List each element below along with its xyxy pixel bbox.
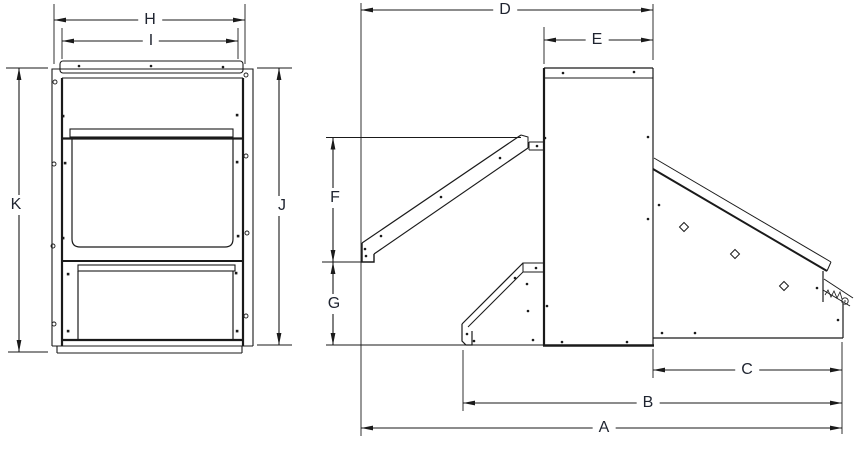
dim-label-e: E [585, 30, 609, 50]
side-stack [542, 67, 654, 347]
dim-label-b: B [636, 393, 660, 413]
hood-diamond-fasteners [678, 221, 790, 292]
front-top-cap [59, 60, 244, 74]
side-lower-bracket [461, 262, 545, 346]
dim-label-j: J [272, 196, 292, 216]
front-view-drawing [50, 60, 254, 354]
dim-label-g: G [321, 294, 347, 314]
dim-label-k: K [4, 195, 28, 215]
dim-label-f: F [324, 188, 346, 208]
front-upper-shelf [69, 128, 234, 138]
side-upper-bracket [361, 134, 547, 263]
dim-label-h: H [138, 10, 162, 30]
front-middle-tray [71, 138, 234, 248]
side-view-drawing [326, 67, 854, 347]
front-fastener-dots [61, 113, 240, 333]
front-lower-shelf [77, 264, 236, 272]
dim-label-c: C [735, 360, 759, 380]
dim-label-i: I [142, 31, 160, 51]
dim-label-d: D [493, 0, 517, 20]
front-frame-holes [50, 72, 250, 327]
front-outer-frame [51, 68, 254, 346]
front-top-cap-fasteners [77, 64, 225, 69]
dim-label-a: A [592, 418, 616, 438]
side-hood-wedge [652, 157, 854, 339]
